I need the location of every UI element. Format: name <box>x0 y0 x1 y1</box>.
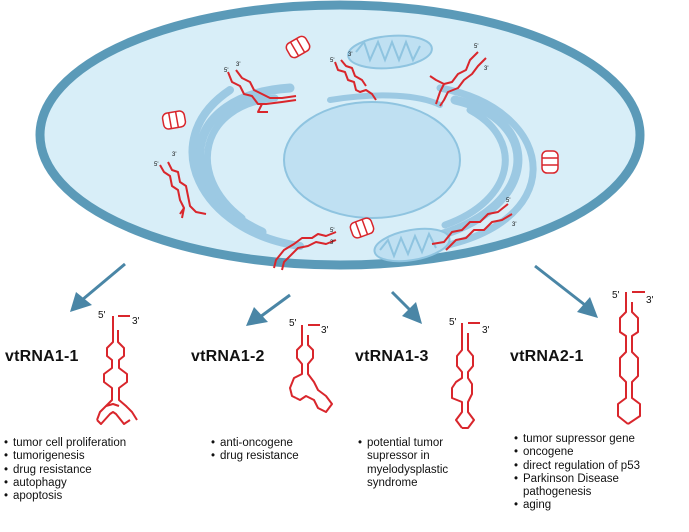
svg-text:5': 5' <box>474 44 478 50</box>
svg-text:3': 3' <box>330 240 334 246</box>
svg-text:5': 5' <box>330 58 334 64</box>
vtrna1-3-title: vtRNA1-3 <box>355 348 429 365</box>
vault-particles <box>161 35 559 239</box>
svg-text:5': 5' <box>449 317 457 328</box>
svg-text:5': 5' <box>612 290 620 301</box>
nucleus <box>283 101 461 219</box>
vtrna1-1-structure <box>96 315 138 425</box>
mitochondrion-top <box>347 34 433 70</box>
vtrna1-2-structure <box>289 324 333 413</box>
vtrna1-3-primes: 5' 3' <box>449 317 490 336</box>
arrow-vtrna1-2 <box>246 293 291 326</box>
svg-text:3': 3' <box>484 66 488 72</box>
svg-text:3': 3' <box>646 295 654 306</box>
vtrna1-3-structure <box>451 322 480 429</box>
svg-text:5': 5' <box>289 318 297 329</box>
list-item: tumor supressor gene <box>514 433 684 447</box>
mitochondrion-bottom <box>373 227 451 263</box>
svg-text:5': 5' <box>506 198 510 204</box>
svg-text:5': 5' <box>224 68 228 74</box>
vtrna1-1-functions: tumor cell proliferation tumorigenesis d… <box>4 437 182 504</box>
list-item: potential tumor supressor in myelodyspla… <box>358 437 473 490</box>
endoplasmic-reticulum <box>188 83 537 254</box>
list-item: autophagy <box>4 477 182 491</box>
list-item: tumorigenesis <box>4 450 182 464</box>
svg-text:3': 3' <box>132 316 140 327</box>
arrow-vtrna1-1 <box>70 262 126 312</box>
vtrna1-2-title: vtRNA1-2 <box>191 348 265 365</box>
list-item: drug resistance <box>4 464 182 478</box>
vtrna2-1-functions: tumor supressor gene oncogene direct reg… <box>514 433 684 513</box>
svg-text:5': 5' <box>330 228 334 234</box>
list-item: tumor cell proliferation <box>4 437 182 451</box>
list-item: Parkinson Disease pathogenesis <box>514 473 684 500</box>
svg-text:3': 3' <box>512 222 516 228</box>
list-item: anti-oncogene <box>211 437 351 451</box>
list-item: aging <box>514 499 684 513</box>
vtrna2-1-title: vtRNA2-1 <box>510 348 584 365</box>
svg-text:3': 3' <box>482 325 490 336</box>
svg-text:5': 5' <box>154 162 158 168</box>
svg-text:3': 3' <box>236 62 240 68</box>
svg-text:3': 3' <box>321 325 329 336</box>
vtrna1-2-functions: anti-oncogene drug resistance <box>211 437 351 464</box>
list-item: drug resistance <box>211 450 351 464</box>
vtrna2-1-structure <box>617 291 645 425</box>
cell-vtrna-labels: 5' 3' 5' 3' 5' 3' 5' 3' 5' 3' 5' 3' <box>154 44 516 246</box>
list-item: oncogene <box>514 446 684 460</box>
vtrna1-3-functions: potential tumor supressor in myelodyspla… <box>358 437 473 490</box>
vtrna1-1-title: vtRNA1-1 <box>5 348 79 365</box>
svg-text:5': 5' <box>98 310 106 321</box>
vtrna2-1-primes: 5' 3' <box>612 290 654 306</box>
cell-vtrnas <box>159 51 513 271</box>
svg-text:3': 3' <box>172 152 176 158</box>
vtrna1-2-primes: 5' 3' <box>289 318 329 336</box>
svg-text:3': 3' <box>348 52 352 58</box>
list-item: direct regulation of p53 <box>514 460 684 474</box>
list-item: apoptosis <box>4 490 182 504</box>
arrow-vtrna1-3 <box>390 290 422 324</box>
arrow-vtrna2-1 <box>534 264 598 318</box>
arrows <box>70 262 598 326</box>
vtrna1-1-primes: 5' 3' <box>98 310 140 327</box>
